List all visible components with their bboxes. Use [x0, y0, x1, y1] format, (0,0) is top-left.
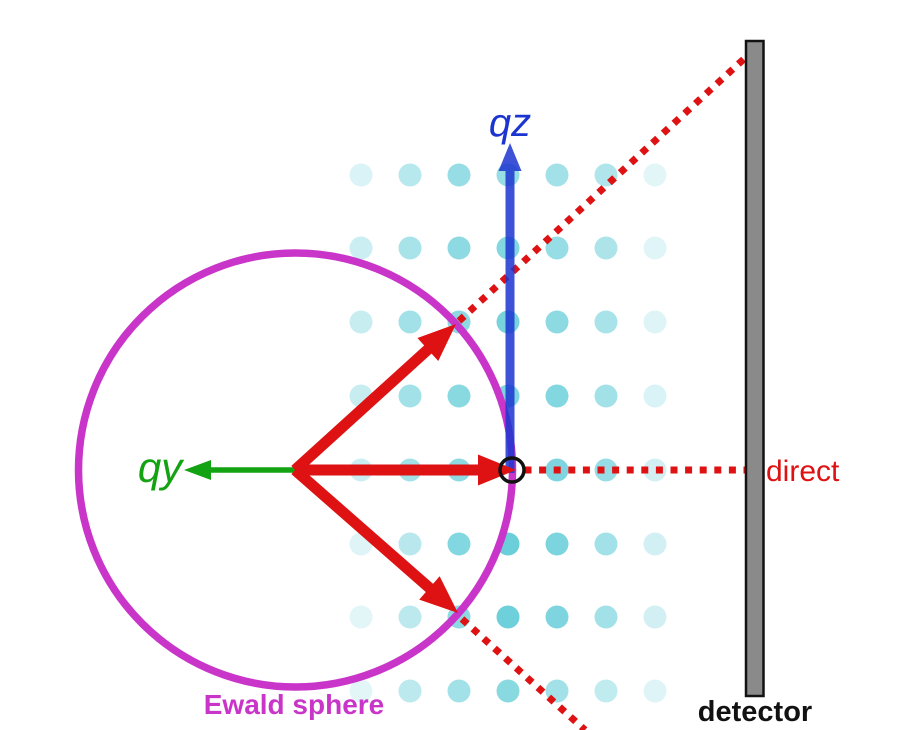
lattice-dot — [447, 679, 471, 703]
lattice-dot — [398, 679, 422, 703]
wavevector-scattered-down-shaft — [291, 465, 435, 594]
arrows — [184, 143, 522, 613]
lattice-dot — [594, 605, 618, 629]
lattice-dot — [545, 310, 569, 334]
lattice-dot — [643, 310, 667, 334]
lattice-dot — [398, 532, 422, 556]
lattice-dot — [496, 679, 520, 703]
lattice-dot — [545, 236, 569, 260]
qy-axis-arrow — [184, 460, 297, 480]
lattice-dot — [349, 679, 373, 703]
direct-beam-label: direct — [766, 455, 840, 488]
scattered-beam-line-down — [459, 616, 588, 730]
lattice-dot — [643, 605, 667, 629]
lattice-dot — [545, 605, 569, 629]
lattice-dot — [545, 532, 569, 556]
wavevector-scattered-up-shaft — [291, 344, 434, 475]
lattice-dot — [447, 236, 471, 260]
lattice-dot — [643, 236, 667, 260]
lattice-dot — [349, 605, 373, 629]
lattice-dot — [594, 310, 618, 334]
qz-axis-arrow-head — [498, 143, 522, 171]
lattice-dot — [594, 679, 618, 703]
lattice-dot — [545, 163, 569, 187]
qy-axis-label: qy — [138, 444, 185, 491]
lattice-dot — [643, 163, 667, 187]
lattice-dot — [594, 458, 618, 482]
lattice-dot — [643, 532, 667, 556]
lattice-dot — [594, 532, 618, 556]
lattice-dot — [447, 163, 471, 187]
wavevector-scattered-up-head — [417, 324, 456, 362]
lattice-dot — [643, 679, 667, 703]
wavevector-direct-head — [478, 454, 516, 486]
lattice-dot — [349, 163, 373, 187]
qz-axis-arrow — [498, 143, 522, 473]
lattice-dot — [398, 236, 422, 260]
lattice-dot — [398, 605, 422, 629]
lattice-dot — [496, 605, 520, 629]
ewald-sphere-label: Ewald sphere — [204, 689, 385, 720]
lattice-dot — [398, 384, 422, 408]
lattice-dot — [447, 384, 471, 408]
lattice-dot — [398, 163, 422, 187]
wavevector-scattered-down-head — [419, 576, 458, 613]
wavevector-scattered-down — [291, 465, 458, 613]
wavevector-direct — [295, 454, 516, 486]
lattice-dot — [447, 532, 471, 556]
lattice-dot — [545, 384, 569, 408]
lattice-dot — [349, 236, 373, 260]
lattice-dot — [643, 458, 667, 482]
scattered-beam-line-up — [456, 54, 749, 324]
detector-label: detector — [698, 696, 812, 728]
wavevector-scattered-up — [291, 324, 456, 475]
lattice-dot — [594, 236, 618, 260]
qy-axis-arrow-head — [184, 460, 211, 480]
lattice-dot — [643, 384, 667, 408]
lattice-dot — [349, 310, 373, 334]
lattice-dot — [398, 310, 422, 334]
qz-axis-label: qz — [489, 101, 531, 145]
detector-bar — [744, 39, 765, 698]
origin-marker-ring — [498, 456, 526, 484]
lattice-dot — [594, 384, 618, 408]
